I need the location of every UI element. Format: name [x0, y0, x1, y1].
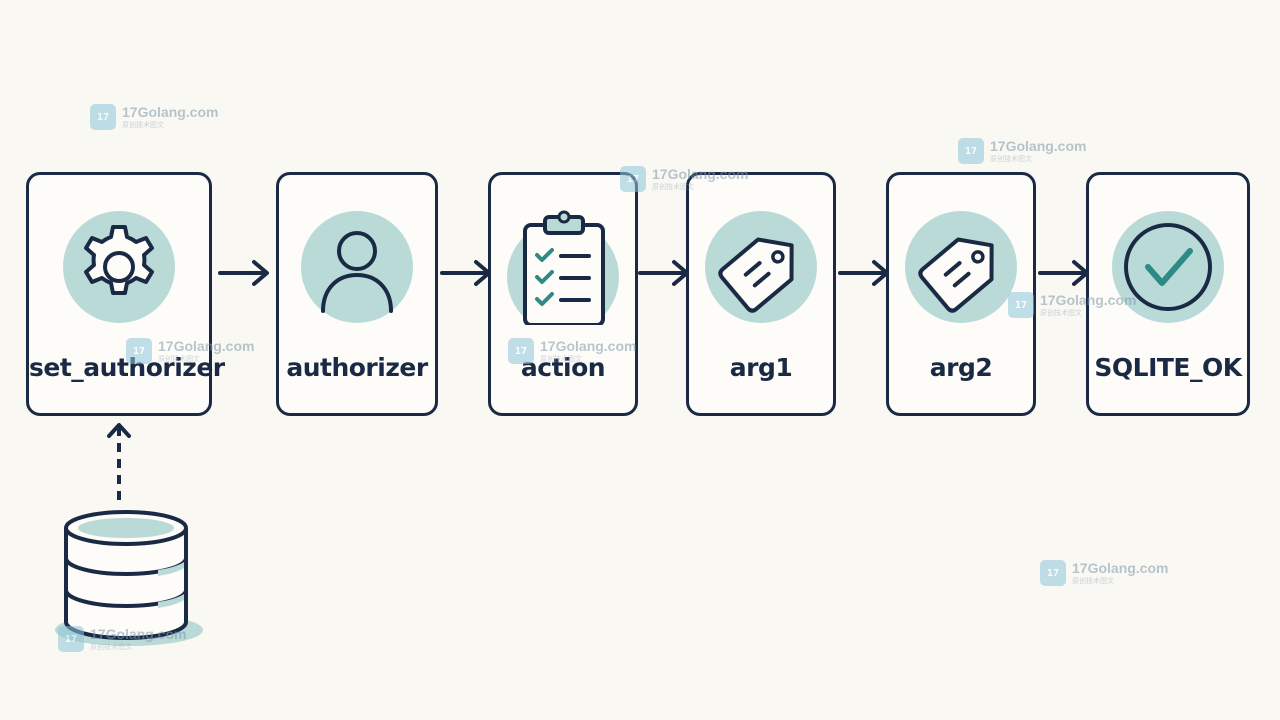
step-action: action	[488, 172, 638, 416]
tag-icon	[903, 209, 1019, 325]
watermark-logo-icon: 17	[958, 138, 984, 164]
step-label: action	[520, 353, 606, 382]
step-set-authorizer: set_authorizer	[26, 172, 225, 416]
arrow-icon	[836, 258, 892, 288]
watermark-name: 17Golang.com	[990, 138, 1087, 154]
watermark-logo-icon: 17	[90, 104, 116, 130]
arrow-icon	[636, 258, 692, 288]
dashed-arrow-icon	[104, 420, 134, 502]
arrow-icon	[438, 258, 494, 288]
clipboard-checklist-icon	[505, 209, 621, 325]
step-arg1: arg1	[686, 172, 836, 416]
watermark-logo-icon: 17	[1040, 560, 1066, 586]
step-label: authorizer	[286, 353, 428, 382]
watermark-sub: 原创技术图文	[122, 121, 164, 129]
watermark-sub: 原创技术图文	[990, 155, 1032, 163]
step-authorizer: authorizer	[276, 172, 438, 416]
arrow-icon	[216, 258, 272, 288]
step-sqlite-ok: SQLITE_OK	[1086, 172, 1250, 416]
step-label: arg1	[729, 353, 793, 382]
gear-icon	[61, 209, 177, 325]
step-label: SQLITE_OK	[1094, 353, 1242, 382]
step-label: set_authorizer	[29, 353, 225, 382]
arrow-icon	[1036, 258, 1092, 288]
user-icon	[299, 209, 415, 325]
watermark-name: 17Golang.com	[1072, 560, 1169, 576]
tag-icon	[703, 209, 819, 325]
watermark-sub: 原创技术图文	[1072, 577, 1114, 585]
step-label: arg2	[929, 353, 993, 382]
check-circle-icon	[1110, 209, 1226, 325]
database-icon	[54, 500, 204, 650]
watermark-name: 17Golang.com	[122, 104, 219, 120]
step-arg2: arg2	[886, 172, 1036, 416]
